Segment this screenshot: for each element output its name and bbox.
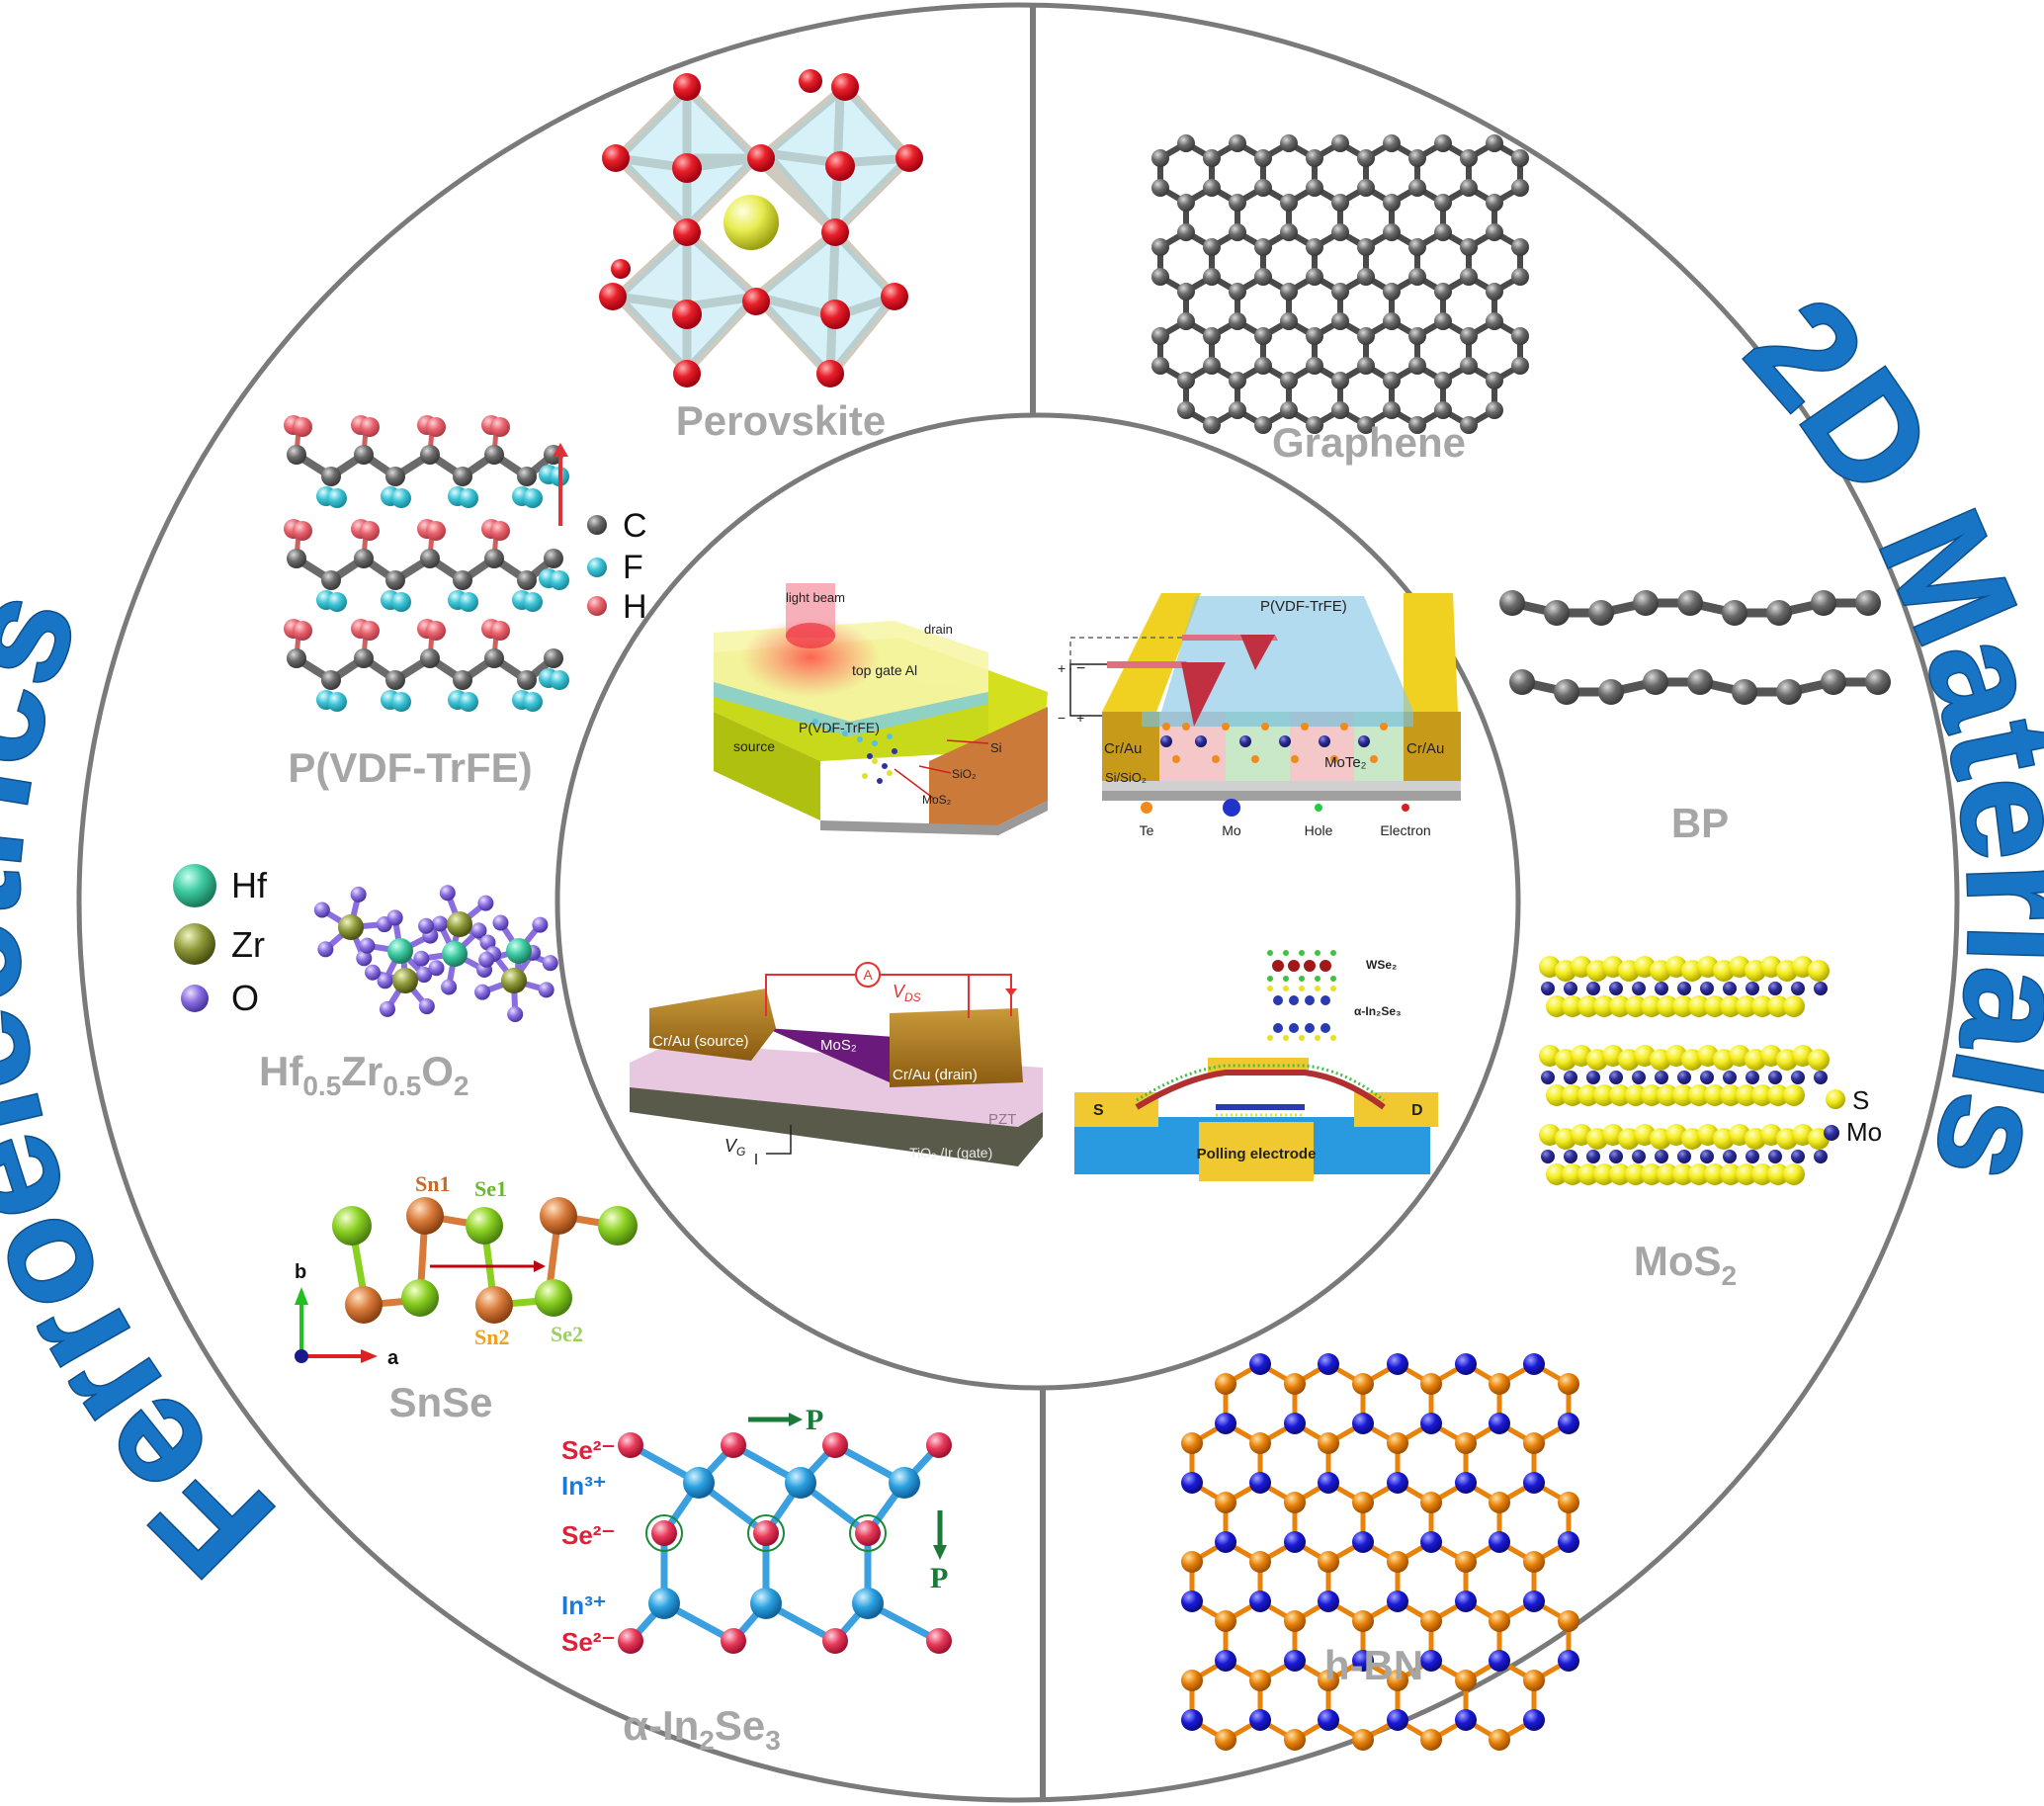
- axis-b: b: [295, 1261, 306, 1283]
- ammeter-symbol: A: [863, 967, 873, 983]
- device-photodetector: light beam drain top gate Al P(VDF-TrFE)…: [714, 583, 1048, 835]
- label-se2: Se2: [551, 1322, 583, 1346]
- legend-o: O: [231, 978, 259, 1018]
- hbn-structure: [1181, 1353, 1579, 1751]
- device-pzt-fet: A VDS Cr/Au (source) Cr/Au (drain) MoS₂ …: [630, 962, 1043, 1166]
- pvdf-trfe-structure: [284, 415, 569, 712]
- graphene-label: Graphene: [1272, 419, 1466, 466]
- legend-hf: Hf: [231, 865, 268, 905]
- label-s: S: [1093, 1102, 1104, 1119]
- mos2-legend: S Mo: [1824, 1085, 1882, 1147]
- perovskite-structure: [599, 69, 923, 387]
- label-vds: VDS: [893, 982, 921, 1004]
- label-top-gate: top gate Al: [852, 662, 917, 678]
- svg-text:Te: Te: [1140, 822, 1154, 838]
- axis-a: a: [387, 1347, 399, 1369]
- label-mos2: MoS₂: [922, 793, 952, 807]
- label-vg: VG: [724, 1136, 745, 1159]
- graphene-structure: [1151, 134, 1529, 434]
- legend-mo: Mo: [1846, 1117, 1882, 1147]
- label-light-beam: light beam: [786, 590, 845, 605]
- hzo-label: Hf0.5Zr0.5O2: [259, 1048, 468, 1101]
- hzo-legend: Hf Zr O: [173, 864, 268, 1018]
- device-mote2-homojunction: + − − + P(VDF-TrFE) Cr/Au Cr/Au MoTe₂ Si…: [1058, 593, 1461, 838]
- label-source: Cr/Au (source): [652, 1033, 749, 1050]
- polarization-arrowhead: [553, 443, 568, 457]
- label-drain: Cr/Au (drain): [893, 1067, 978, 1083]
- label-ferro-layer: P(VDF-TrFE): [799, 720, 880, 735]
- pvdf-legend: C F H: [587, 507, 647, 626]
- svg-text:+: +: [1058, 660, 1065, 676]
- svg-text:−: −: [1076, 660, 1085, 677]
- in2se3-polarization: P P: [748, 1404, 948, 1594]
- bp-label: BP: [1671, 800, 1729, 846]
- label-sn2: Sn2: [474, 1325, 509, 1349]
- label-gate: TiO₂ /Ir (gate): [909, 1145, 992, 1161]
- label-drain: drain: [924, 622, 953, 637]
- in2se3-label: α-In2Se3: [623, 1702, 781, 1756]
- mote2-legend: Te Mo Hole Electron: [1140, 799, 1431, 838]
- svg-text:Electron: Electron: [1380, 822, 1430, 838]
- snse-structure: Sn1 Se1 Sn2 Se2 b a: [295, 1171, 638, 1369]
- perovskite-label: Perovskite: [676, 397, 886, 444]
- svg-text:+: +: [1076, 710, 1084, 726]
- legend-f: F: [623, 549, 643, 586]
- legend-zr: Zr: [231, 924, 265, 965]
- ring-structure: [76, 2, 1960, 1803]
- label-dielectric: PZT: [988, 1111, 1016, 1128]
- svg-text:P: P: [930, 1562, 948, 1594]
- label-wse2: WSe₂: [1366, 958, 1397, 972]
- hzo-structure: [313, 885, 558, 1022]
- label-channel: MoTe₂: [1324, 754, 1367, 771]
- stack-schematic: [1267, 950, 1336, 1041]
- label-sio2: SiO₂: [952, 767, 977, 781]
- label-se1: Se1: [474, 1176, 507, 1201]
- label-sn1: Sn1: [415, 1171, 450, 1196]
- device-wse2-in2se3-fet: WSe₂ α-In₂Se₃ S D Polling electrode: [1074, 950, 1438, 1181]
- legend-c: C: [623, 507, 647, 545]
- label-si: Si: [990, 740, 1002, 755]
- label-polling-electrode: Polling electrode: [1197, 1146, 1317, 1162]
- snse-label: SnSe: [388, 1379, 492, 1425]
- outer-circle: [76, 2, 1960, 1803]
- label-channel: MoS₂: [820, 1037, 857, 1054]
- svg-text:Mo: Mo: [1222, 822, 1241, 838]
- ferroelectrics-title: Ferroelectrics: [0, 569, 303, 1608]
- mos2-label: MoS2: [1634, 1238, 1737, 1291]
- label-ferro-layer: P(VDF-TrFE): [1260, 598, 1347, 615]
- label-in2se3: α-In₂Se₃: [1354, 1004, 1402, 1018]
- svg-text:Se²⁻: Se²⁻: [561, 1435, 615, 1465]
- in2se3-structure: [618, 1432, 952, 1654]
- legend-h: H: [623, 588, 647, 626]
- label-d: D: [1411, 1102, 1423, 1119]
- svg-text:Se²⁻: Se²⁻: [561, 1627, 615, 1657]
- legend-s: S: [1852, 1085, 1869, 1115]
- label-left-contact: Cr/Au: [1104, 740, 1142, 757]
- svg-text:P: P: [806, 1404, 823, 1436]
- svg-text:Hole: Hole: [1305, 822, 1333, 838]
- svg-text:In³⁺: In³⁺: [561, 1471, 607, 1501]
- svg-text:Se²⁻: Se²⁻: [561, 1520, 615, 1550]
- svg-text:In³⁺: In³⁺: [561, 1591, 607, 1620]
- mos2-structure: [1539, 956, 1830, 1185]
- hbn-label: h-BN: [1324, 1642, 1423, 1688]
- label-right-contact: Cr/Au: [1406, 740, 1444, 757]
- pvdf-trfe-label: P(VDF-TrFE): [288, 744, 532, 791]
- label-source: source: [733, 738, 775, 754]
- a-site-cation: [724, 195, 779, 250]
- svg-text:−: −: [1058, 710, 1065, 726]
- label-substrate: Si/SiO₂: [1105, 770, 1147, 785]
- in2se3-row-labels: Se²⁻ In³⁺ Se²⁻ In³⁺ Se²⁻: [561, 1435, 615, 1657]
- black-phosphorus-structure: [1499, 590, 1891, 705]
- inner-circle: [554, 412, 1521, 1391]
